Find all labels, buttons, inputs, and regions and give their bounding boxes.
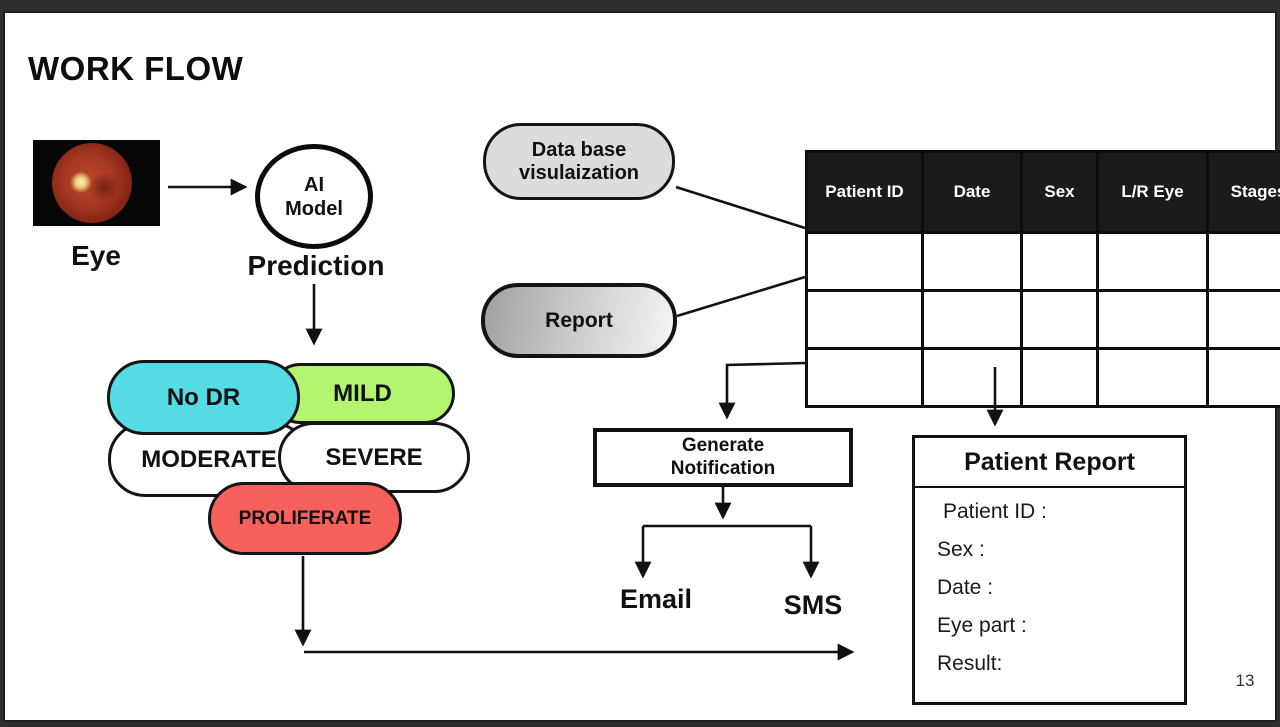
ai-model-line2: Model [285, 197, 343, 220]
col-date: Date [921, 150, 1023, 234]
field-patient-id: Patient ID : [943, 500, 1047, 523]
sms-label: SMS [783, 590, 843, 620]
patient-database-table: Patient ID Date Sex L/R Eye Stages [805, 150, 1280, 408]
empty-cell [1096, 231, 1209, 292]
page-title: WORK FLOW [28, 50, 244, 87]
notification-line2: Notification [670, 457, 776, 479]
empty-cell [805, 289, 924, 350]
empty-cell [1206, 231, 1280, 292]
report-node: Report [481, 283, 677, 358]
eye-fundus-image [33, 140, 160, 226]
empty-cell [1020, 231, 1099, 292]
fundus-icon [52, 143, 132, 223]
col-stages: Stages [1206, 150, 1280, 234]
col-patient-id: Patient ID [805, 150, 924, 234]
field-result: Result: [937, 652, 1003, 675]
empty-cell [1096, 347, 1209, 408]
stage-pill-no-dr: No DR [107, 360, 300, 435]
database-line1: Data base [531, 138, 627, 161]
table-row [805, 231, 1280, 292]
ai-model-node: AI Model [255, 144, 373, 249]
empty-cell [1206, 347, 1280, 408]
field-eye-part: Eye part : [937, 614, 1027, 637]
empty-cell [1096, 289, 1209, 350]
page-number: 13 [1235, 671, 1255, 690]
field-sex: Sex : [937, 538, 985, 561]
empty-cell [805, 231, 924, 292]
empty-cell [921, 289, 1023, 350]
patient-report-title: Patient Report [915, 438, 1184, 488]
empty-cell [921, 231, 1023, 292]
empty-cell [1020, 347, 1099, 408]
report-label: Report [545, 308, 613, 332]
empty-cell [921, 347, 1023, 408]
table-row [805, 347, 1280, 408]
stage-pill-proliferate: PROLIFERATE [208, 482, 402, 555]
email-label: Email [619, 584, 693, 614]
patient-report-card: Patient Report Patient ID : Sex : Date :… [912, 435, 1187, 705]
database-visualization-node: Data base visulaization [483, 123, 675, 200]
empty-cell [1020, 289, 1099, 350]
generate-notification-node: Generate Notification [593, 428, 853, 487]
table-header-row: Patient ID Date Sex L/R Eye Stages [805, 150, 1280, 234]
field-date: Date : [937, 576, 994, 599]
database-line2: visulaization [518, 161, 640, 184]
empty-cell [1206, 289, 1280, 350]
prediction-label: Prediction [247, 250, 385, 281]
notification-line1: Generate [681, 434, 765, 456]
stage-pill-mild: MILD [270, 363, 455, 424]
patient-report-fields: Patient ID : Sex : Date : Eye part : Res… [915, 488, 1184, 676]
empty-cell [805, 347, 924, 408]
col-sex: Sex [1020, 150, 1099, 234]
col-lr-eye: L/R Eye [1096, 150, 1209, 234]
ai-model-line1: AI [304, 173, 324, 196]
table-row [805, 289, 1280, 350]
eye-label: Eye [71, 240, 121, 271]
